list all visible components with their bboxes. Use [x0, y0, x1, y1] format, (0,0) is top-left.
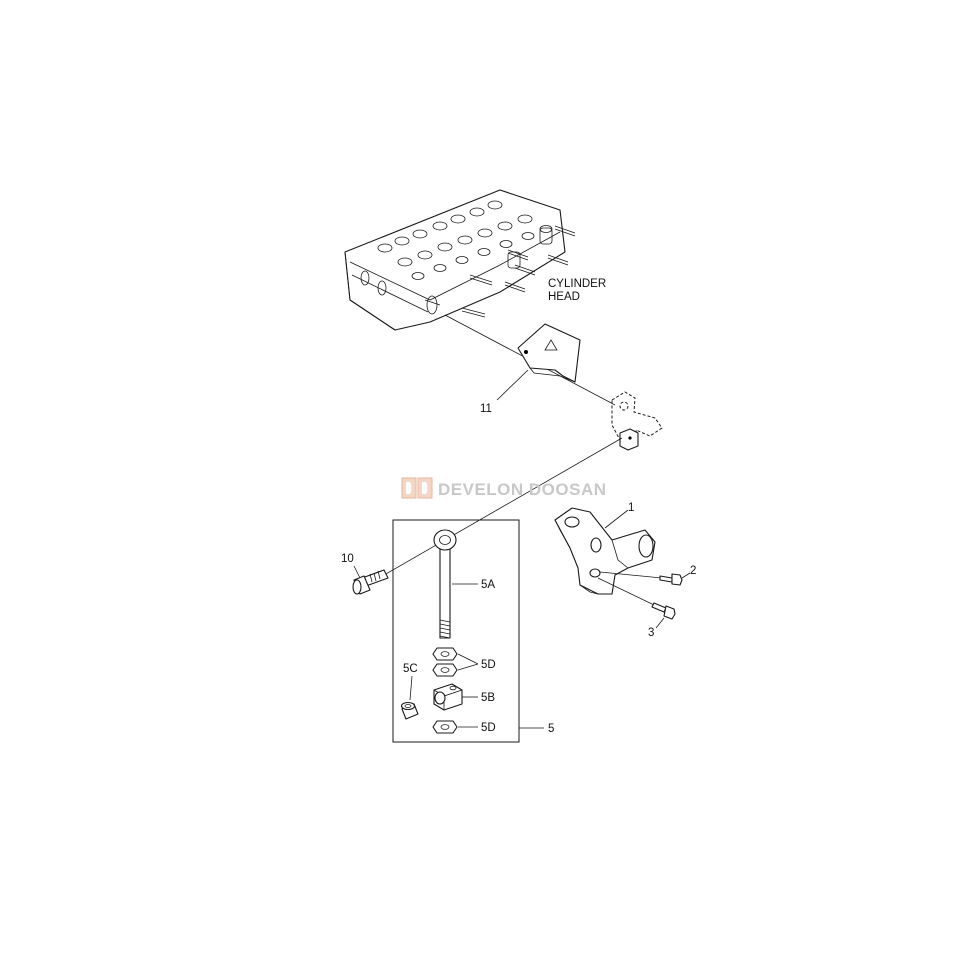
label-part-10: 10 — [341, 553, 354, 565]
part-5b-block — [433, 683, 463, 711]
leader-5d-upper — [457, 653, 479, 671]
part-5-kit-box — [392, 519, 520, 743]
leader-2 — [681, 572, 691, 579]
part-10-bolt — [352, 569, 389, 595]
label-part-1: 1 — [628, 502, 634, 514]
leader-5c — [409, 675, 413, 701]
watermark-text: DEVELON DOOSAN — [438, 480, 607, 499]
label-part-5b: 5B — [481, 692, 495, 704]
develon-d-logo-icon — [401, 477, 433, 499]
leader-1 — [604, 509, 629, 529]
label-part-5: 5 — [548, 723, 554, 735]
leader-10 — [353, 565, 361, 579]
cylinder-head-label-line1: CYLINDER — [548, 278, 606, 290]
label-part-3: 3 — [648, 627, 654, 639]
label-part-5d-upper: 5D — [481, 659, 496, 671]
leader-11 — [496, 369, 529, 401]
label-part-2: 2 — [690, 565, 696, 577]
label-part-5a: 5A — [481, 579, 495, 591]
part-2-bolt — [659, 573, 683, 586]
centerline-bolt-3 — [597, 577, 657, 607]
label-part-5d-lower: 5D — [481, 722, 496, 734]
label-part-11: 11 — [480, 403, 492, 415]
cylinder-head — [344, 189, 576, 331]
cylinder-head-label-line2: HEAD — [548, 291, 580, 303]
part-5c-bushing — [400, 701, 419, 720]
part-5a-rod — [433, 529, 457, 639]
assembly-centerline-lower — [371, 437, 623, 583]
part-1-bracket — [554, 507, 656, 595]
part-3-bolt — [651, 602, 676, 620]
part-5d-lower-nut — [432, 720, 458, 734]
label-part-5c: 5C — [403, 663, 418, 675]
part-11-plate — [517, 323, 581, 383]
mating-bracket-dashed — [611, 391, 663, 451]
centerline-bolt-2 — [599, 571, 663, 579]
part-5d-upper-nuts — [432, 647, 458, 677]
leader-3 — [655, 617, 665, 629]
